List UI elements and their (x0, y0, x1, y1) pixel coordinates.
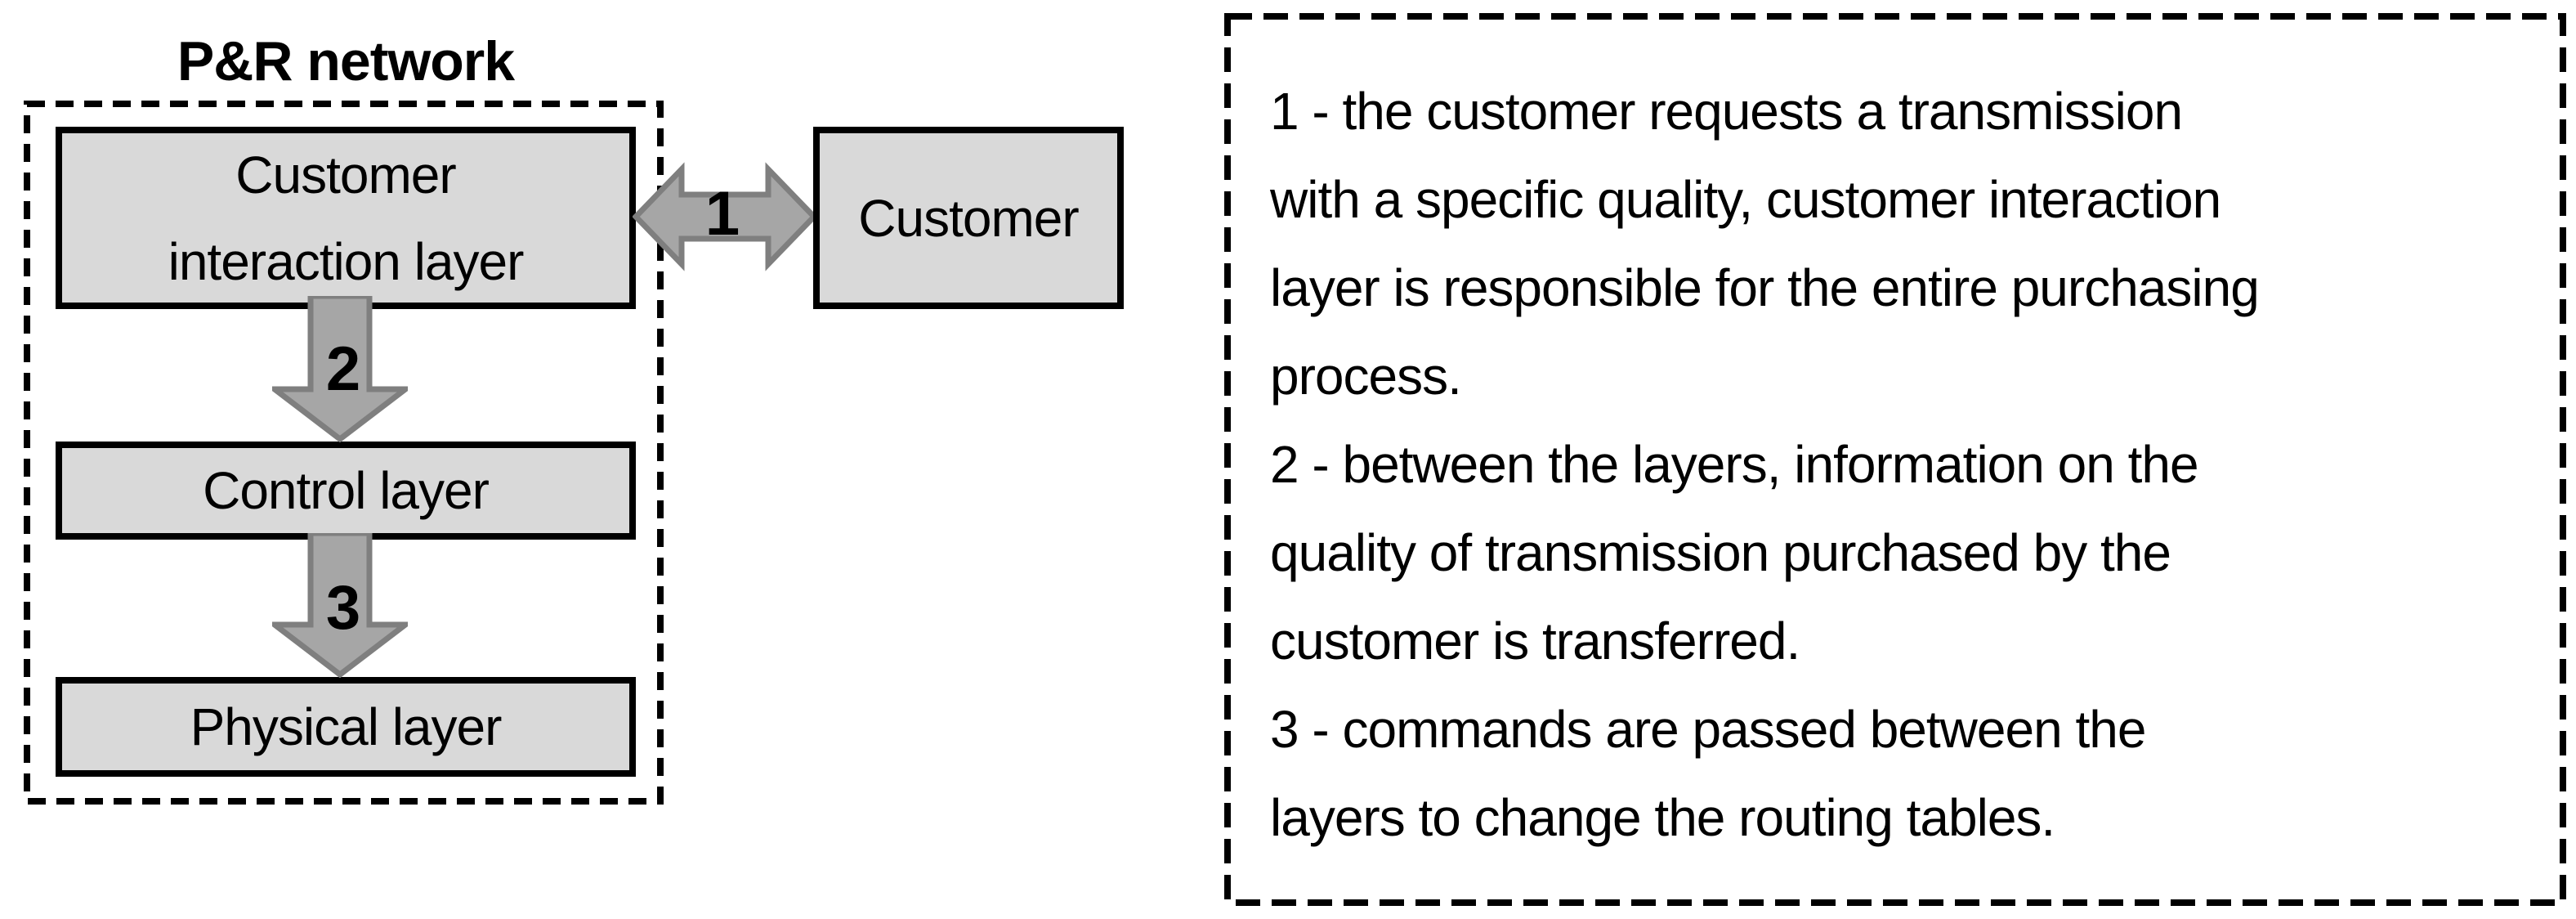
down-block-arrow-icon (272, 296, 408, 442)
note-line: 1 - the customer requests a transmission (1270, 82, 2183, 141)
note-line: layer is responsible for the entire purc… (1270, 258, 2260, 317)
note-line: 3 - commands are passed between the (1270, 700, 2146, 759)
note-line: quality of transmission purchased by the (1270, 523, 2171, 582)
control-layer-label: Control layer (203, 461, 490, 520)
physical-layer-label: Physical layer (190, 697, 503, 756)
customer-interaction-layer-label-line2: interaction layer (168, 231, 525, 291)
pr-network-dashed-box (24, 101, 664, 805)
customer-interaction-layer-box: Customer interaction layer (56, 127, 636, 309)
notes-panel: 1 - the customer requests a transmission… (1224, 13, 2566, 906)
note-line: 2 - between the layers, information on t… (1270, 435, 2199, 494)
arrow-1-label: 1 (704, 179, 740, 249)
customer-interaction-layer-label-line1: Customer (235, 145, 456, 204)
arrow-2-label: 2 (325, 334, 361, 404)
diagram-title: P&R network (177, 30, 515, 92)
physical-layer-box: Physical layer (56, 677, 636, 777)
control-layer-box: Control layer (56, 442, 636, 540)
down-block-arrow-icon (272, 533, 408, 678)
note-line: layers to change the routing tables. (1270, 788, 2055, 847)
note-line: customer is transferred. (1270, 612, 1800, 670)
notes-dashed-box (1224, 13, 2566, 906)
note-line: with a specific quality, customer intera… (1270, 170, 2221, 229)
customer-box-label: Customer (858, 188, 1079, 248)
customer-box: Customer (813, 127, 1124, 309)
arrow-3-label: 3 (325, 573, 361, 643)
note-line: process. (1270, 347, 1462, 406)
